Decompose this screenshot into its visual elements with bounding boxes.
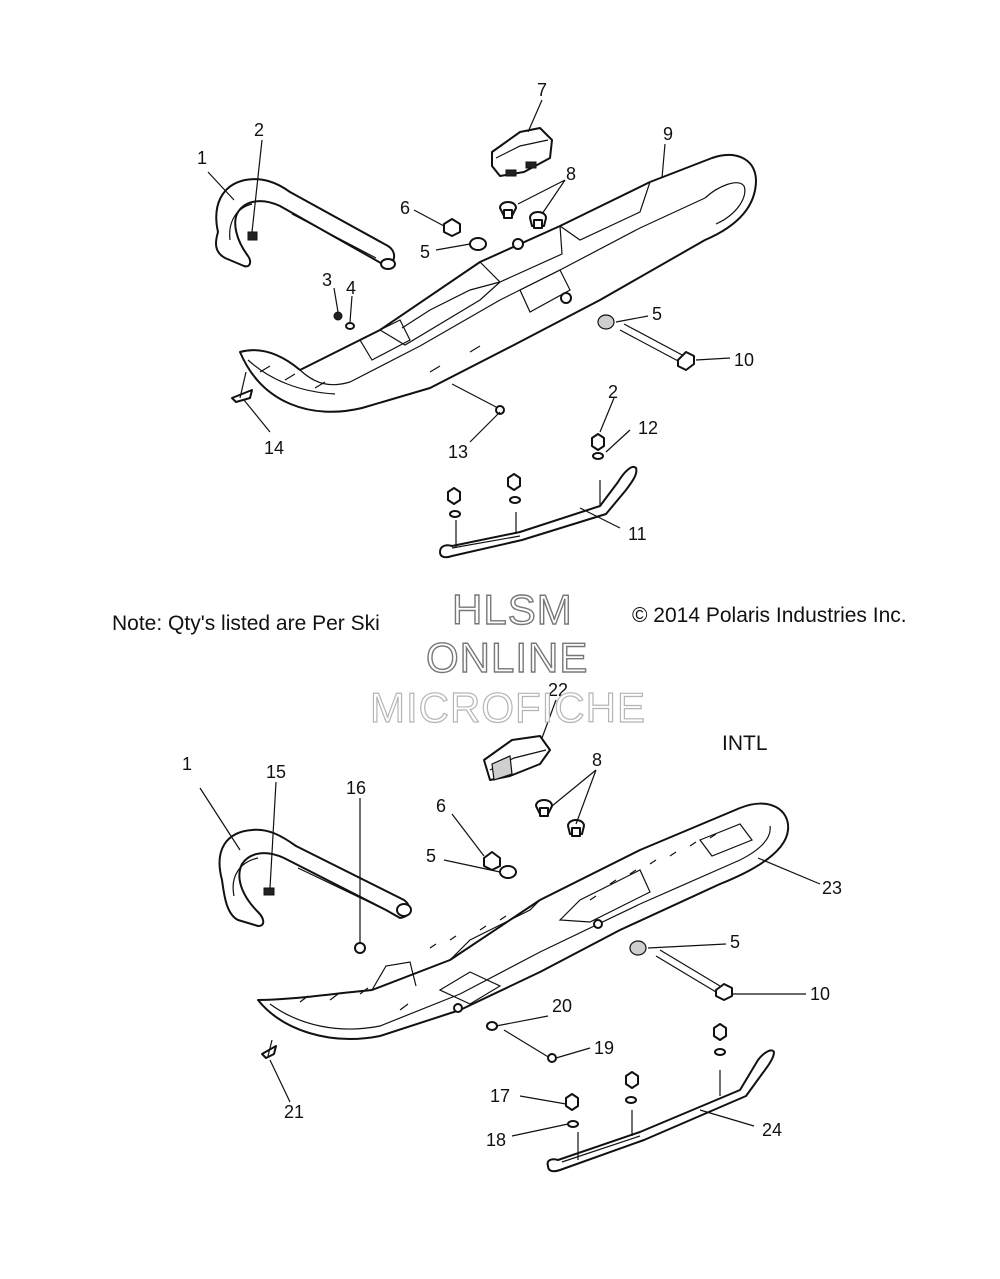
callout-10-top: 10 — [734, 350, 754, 370]
watermark: HLSM ONLINE MICROFICHE — [369, 585, 646, 731]
nut-6-bottom — [483, 851, 501, 871]
callout-6-bottom: 6 — [436, 796, 446, 816]
bottom-leader-lines — [199, 699, 821, 1137]
ski-runner-top — [439, 466, 638, 559]
nut-6-top — [443, 218, 461, 237]
callout-5b-bottom: 5 — [730, 932, 740, 952]
ski-cap-top — [491, 127, 553, 177]
bushing-bolts-top — [499, 201, 547, 229]
callout-19-bottom: 19 — [594, 1038, 614, 1058]
callouts-bottom: 1 5 5 6 8 10 15 16 17 18 19 20 21 22 23 … — [182, 680, 842, 1150]
qty-note: Note: Qty's listed are Per Ski — [112, 612, 380, 635]
ski-handle-top — [214, 178, 396, 270]
callout-5a-bottom: 5 — [426, 846, 436, 866]
callout-11-top: 11 — [628, 524, 647, 544]
screw-21-bottom — [261, 1039, 277, 1059]
callout-6-top: 6 — [400, 198, 410, 218]
callout-21-bottom: 21 — [284, 1102, 304, 1122]
bolt-10-top — [619, 323, 695, 371]
callout-24-bottom: 24 — [762, 1120, 782, 1140]
callout-10-bottom: 10 — [810, 984, 830, 1004]
callouts-top: 1 2 3 4 5 5 6 7 8 9 10 11 12 13 14 2 — [197, 80, 754, 544]
bolt-10-bottom — [655, 949, 733, 1001]
nut-3-top — [333, 311, 343, 321]
watermark-line-2: ONLINE — [426, 634, 588, 681]
insert-2-top — [247, 231, 258, 241]
callout-17-bottom: 17 — [490, 1086, 510, 1106]
washer-12-top — [592, 452, 604, 460]
callout-5b-top: 5 — [652, 304, 662, 324]
ski-cap-bottom — [483, 735, 551, 781]
callout-2b-top: 2 — [608, 382, 618, 402]
callout-18-bottom: 18 — [486, 1130, 506, 1150]
bottom-ski-assembly — [199, 699, 821, 1173]
callout-23-bottom: 23 — [822, 878, 842, 898]
callout-14-top: 14 — [264, 438, 284, 458]
ski-runner-bottom — [546, 1023, 775, 1173]
top-leader-lines — [207, 99, 731, 529]
callout-20-bottom: 20 — [552, 996, 572, 1016]
variant-label: INTL — [722, 732, 768, 755]
washer-5b-top — [597, 314, 615, 330]
ski-body-bottom — [257, 802, 790, 1040]
nut-2-runner-top — [591, 433, 605, 451]
callout-1-top: 1 — [197, 148, 207, 168]
washer-20-bottom — [486, 1021, 498, 1031]
bushing-bolts-bottom — [535, 799, 585, 837]
nut-16-bottom — [354, 942, 366, 954]
ski-handle-bottom — [218, 828, 412, 927]
washer-4-top — [345, 322, 355, 330]
washer-5b-bottom — [629, 940, 647, 956]
callout-13-top: 13 — [448, 442, 468, 462]
callout-5a-top: 5 — [420, 242, 430, 262]
washer-5a-top — [469, 237, 487, 251]
watermark-line-1: HLSM — [452, 586, 573, 633]
callout-8-top: 8 — [566, 164, 576, 184]
callout-1-bottom: 1 — [182, 754, 192, 774]
callout-9-top: 9 — [663, 124, 673, 144]
top-ski-assembly — [207, 99, 757, 559]
callout-8-bottom: 8 — [592, 750, 602, 770]
callout-15-bottom: 15 — [266, 762, 286, 782]
watermark-line-3: MICROFICHE — [370, 684, 646, 731]
callout-2-top: 2 — [254, 120, 264, 140]
callout-7-top: 7 — [537, 80, 547, 100]
callout-12-top: 12 — [638, 418, 658, 438]
callout-16-bottom: 16 — [346, 778, 366, 798]
callout-4-top: 4 — [346, 278, 356, 298]
bolt-13-top — [451, 383, 505, 415]
washer-5a-bottom — [499, 865, 517, 879]
callout-22-bottom: 22 — [548, 680, 568, 700]
screw-14-top — [231, 371, 253, 403]
copyright-text: © 2014 Polaris Industries Inc. — [632, 604, 907, 627]
ski-body-top — [239, 154, 757, 413]
callout-3-top: 3 — [322, 270, 332, 290]
bolt-19-bottom — [503, 1029, 557, 1063]
